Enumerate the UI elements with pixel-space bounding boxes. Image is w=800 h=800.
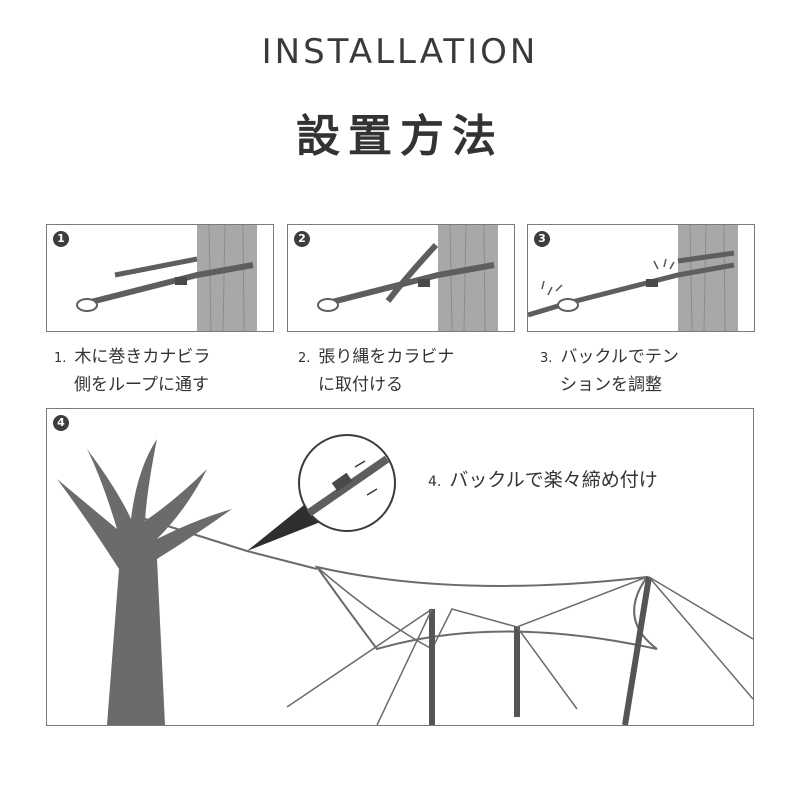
tree [57, 439, 232, 725]
step-badge: 1 [53, 231, 69, 247]
tarp [314, 565, 658, 651]
buckle-icon [418, 279, 430, 287]
tree-trunk [438, 225, 498, 331]
strap [327, 262, 495, 306]
strap [528, 262, 735, 318]
step-1-drawing [76, 225, 257, 331]
title-english: INSTALLATION [261, 32, 539, 72]
step-1-caption: 1.木に巻きカナビラ 側をループに通す [54, 347, 211, 395]
title-japanese: 設置方法 [296, 111, 504, 162]
step-badge: 3 [534, 231, 550, 247]
step-4-illustration: 4 [46, 408, 754, 726]
tree-trunk [678, 225, 738, 331]
pole [622, 576, 652, 725]
step-3-drawing [528, 225, 738, 331]
buckle-icon [646, 279, 658, 287]
carabiner-icon [76, 298, 98, 312]
step-2-drawing [317, 225, 498, 331]
step-3-illustration: 3 [527, 224, 755, 332]
carabiner-icon [317, 298, 339, 312]
step-3-caption: 3.バックルでテン ションを調整 [540, 347, 679, 395]
buckle-icon [331, 472, 353, 492]
strap [86, 262, 254, 306]
tree-trunk [197, 225, 257, 331]
step-badge: 4 [53, 415, 69, 431]
step-4-drawing [57, 434, 753, 725]
step-4-caption: 4.バックルで楽々締め付け [428, 469, 658, 491]
step-2-caption: 2.張り縄をカラビナ に取付ける [298, 347, 455, 395]
step-2-illustration: 2 [287, 224, 515, 332]
carabiner-icon [557, 298, 579, 312]
step-badge: 2 [294, 231, 310, 247]
buckle-icon [175, 277, 187, 285]
step-1-illustration: 1 [46, 224, 274, 332]
